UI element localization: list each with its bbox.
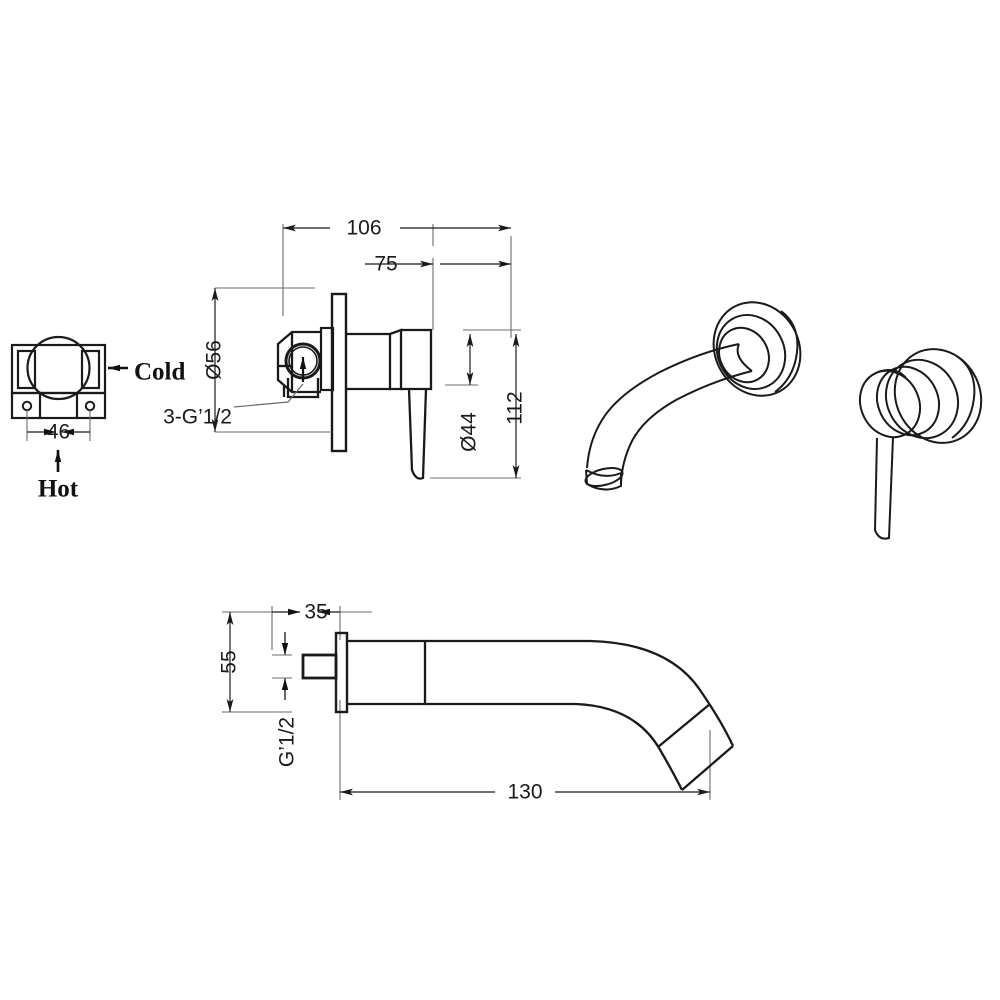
callout-spout-thread-label: G’1/2: [276, 717, 299, 767]
bracket-outline: [10, 335, 107, 420]
label-hot: Hot: [38, 450, 79, 503]
bracket-screw-holes: [21, 400, 96, 412]
dimension-plate-diameter: Ø56: [203, 288, 226, 432]
mixer-handle-lever: [407, 388, 428, 480]
dimension-flange-height-label: 55: [218, 650, 241, 673]
view-spout-render: [584, 301, 802, 491]
mixer-lower-spigot: [282, 378, 320, 399]
dimension-overall-length: 106: [283, 217, 511, 240]
callout-inlet-thread: 3-G’1/2: [163, 383, 304, 429]
dimension-handle-drop: 112: [504, 334, 527, 478]
dimension-handle-diameter: Ø44: [458, 334, 481, 452]
label-hot-text: Hot: [38, 476, 79, 503]
dimension-bracket-width: 46: [26, 410, 91, 444]
dimension-wall-offset-label: 35: [304, 601, 327, 624]
dimension-spout-reach-label: 130: [507, 781, 542, 804]
view-spout-section: 35 55 G’1/2 130: [218, 601, 735, 804]
dimension-overall-length-label: 106: [346, 217, 381, 240]
callout-inlet-thread-label: 3-G’1/2: [163, 406, 232, 429]
callout-spout-thread: G’1/2: [272, 632, 299, 767]
dimension-body-length-label: 75: [374, 253, 397, 276]
dimension-plate-diameter-label: Ø56: [203, 340, 226, 380]
mixer-extension-lines: [215, 224, 521, 479]
label-cold: Cold: [108, 359, 186, 386]
dimension-spout-reach: 130: [340, 781, 710, 804]
dimension-handle-diameter-label: Ø44: [458, 412, 481, 452]
dimension-bracket-width-label: 46: [47, 421, 70, 444]
dimension-handle-drop-label: 112: [504, 391, 527, 424]
spout-outlet-shoulder: [657, 703, 711, 748]
dimension-body-length: 75: [365, 253, 511, 276]
view-handle-render: [858, 348, 983, 540]
mixer-cartridge-housing: [346, 332, 392, 391]
dimension-flange-height: 55: [218, 612, 241, 712]
dimension-wall-offset: 35: [248, 601, 372, 624]
mixer-wall-plate: [330, 292, 348, 453]
spout-outlet-face: [681, 745, 734, 791]
mixer-handle-cap: [389, 328, 433, 391]
label-cold-text: Cold: [134, 359, 186, 386]
view-mixer-section: 106 75 Ø56 Ø44 112: [163, 217, 527, 480]
spout-barrel: [347, 639, 427, 706]
spout-rear-spigot: [301, 653, 338, 680]
mixer-valve-body: [276, 330, 321, 394]
spout-wall-plate: [334, 631, 349, 714]
view-mounting-bracket: 46 Cold Hot: [10, 335, 186, 503]
spout-curved-tube: [425, 639, 735, 791]
